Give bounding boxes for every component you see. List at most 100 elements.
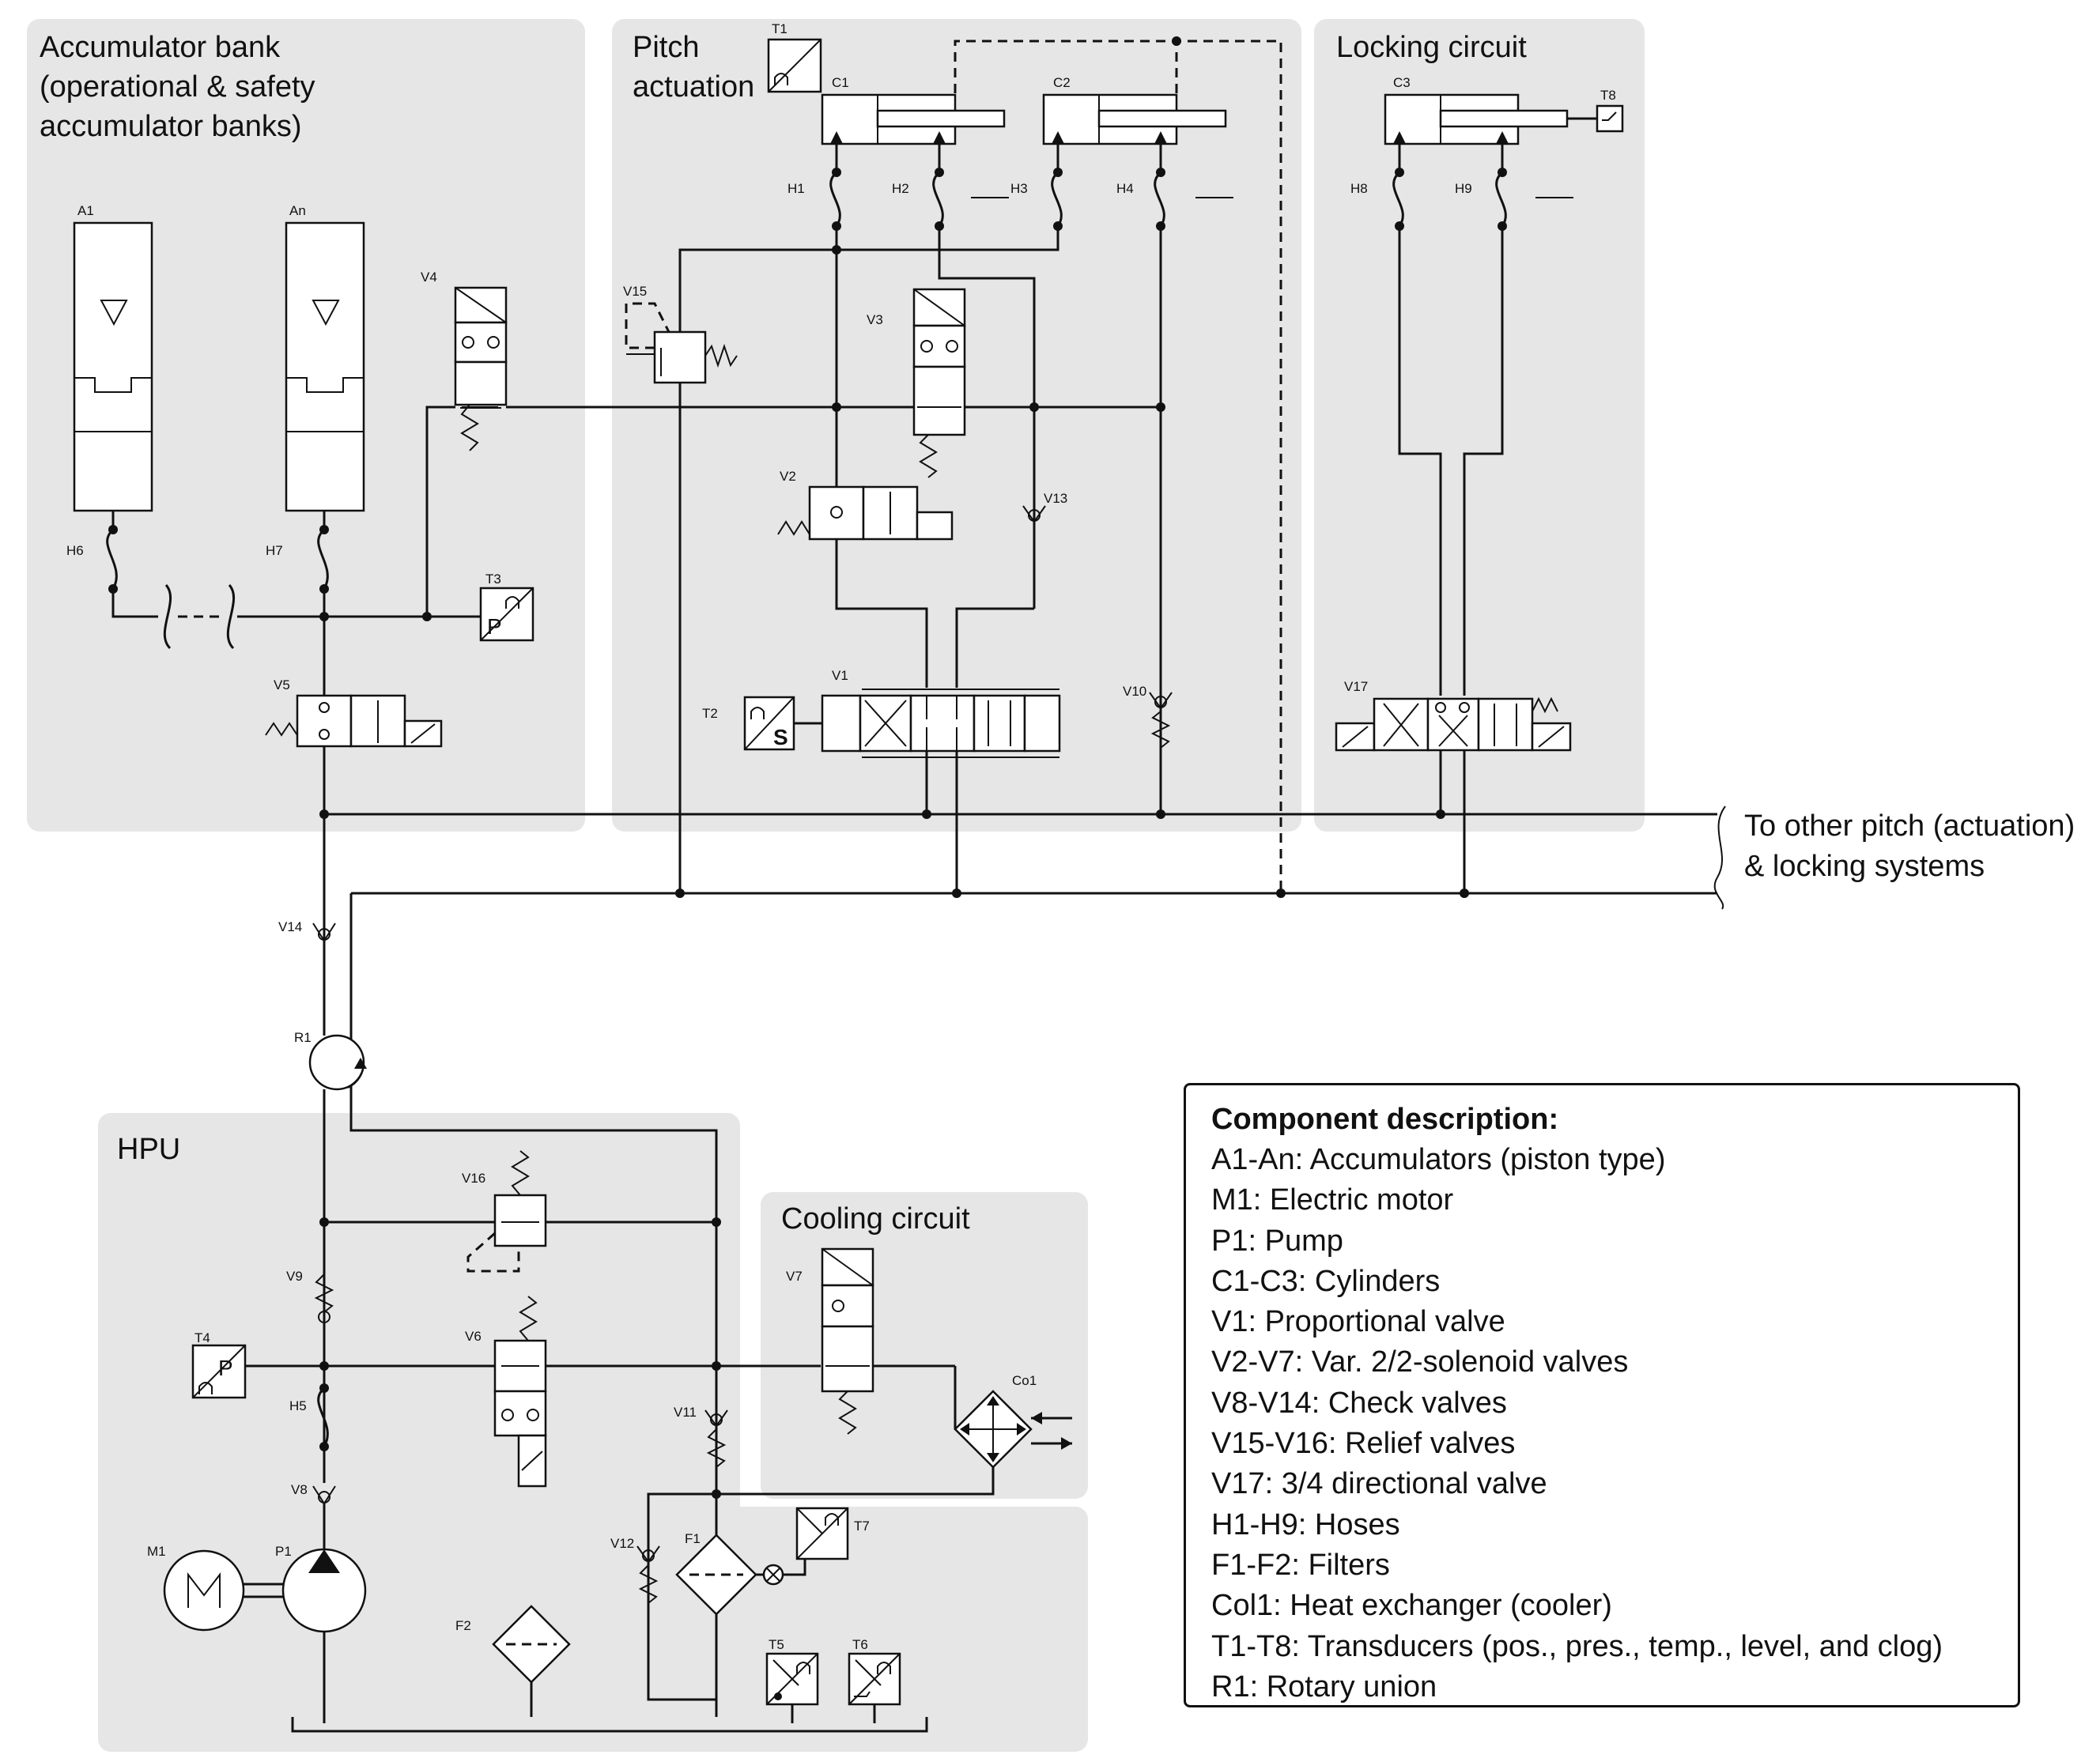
valve-v11 [704,1409,728,1468]
label-v10: V10 [1123,684,1146,699]
cylinder-c1 [821,93,1006,145]
label-h5: H5 [289,1398,307,1413]
legend-item: T1-T8: Transducers (pos., pres., temp., … [1211,1629,1943,1663]
label-h3: H3 [1010,181,1028,196]
label-f1: F1 [685,1531,701,1546]
valve-v7 [821,1247,874,1435]
legend-item: Col1: Heat exchanger (cooler) [1211,1589,1612,1623]
label-h8: H8 [1350,181,1368,196]
label-t8: T8 [1600,88,1616,103]
legend-item: R1: Rotary union [1211,1670,1437,1704]
transducer-t6 [848,1652,901,1706]
valve-v6 [493,1296,547,1488]
valve-v2 [777,485,954,541]
other-systems-line-2: & locking systems [1744,850,1985,883]
component-legend: Component description: A1-An: Accumulato… [1184,1083,2020,1707]
svg-text:P: P [487,614,502,639]
hose-h2 [932,144,944,231]
region-hpu [98,1113,740,1752]
valve-v12 [636,1545,660,1604]
label-t7: T7 [854,1519,870,1534]
hose-h5 [317,1383,329,1451]
hose-h1 [829,144,841,231]
other-systems-note: To other pitch (actuation) & locking sys… [1744,806,2075,887]
label-a1: A1 [77,203,94,218]
label-c2: C2 [1053,75,1071,90]
label-p1: P1 [275,1544,292,1559]
legend-item: H1-H9: Hoses [1211,1507,1400,1541]
label-t1: T1 [772,21,788,36]
label-v11: V11 [674,1405,697,1420]
valve-v16 [466,1150,547,1273]
label-v8: V8 [291,1482,308,1497]
region-locking-circuit [1314,19,1645,832]
valve-v3 [912,288,966,478]
legend-title: Component description: [1211,1103,1559,1136]
legend-item: F1-F2: Filters [1211,1548,1390,1582]
region-subtitle-accumulator-1: (operational & safety [40,70,315,104]
label-c3: C3 [1393,75,1411,90]
valve-v15 [625,302,738,384]
label-v1: V1 [832,668,848,683]
region-subtitle-accumulator-2: accumulator banks) [40,110,302,143]
valve-v1 [821,689,1061,758]
label-h2: H2 [892,181,909,196]
region-hpu-extension [712,1507,1088,1752]
valve-v10 [1149,692,1173,749]
region-title-pitch-1: Pitch [633,31,699,64]
hose-h7 [317,525,329,594]
transducer-t7 [795,1507,849,1560]
label-co1: Co1 [1012,1373,1037,1388]
region-title-cooling: Cooling circuit [781,1202,970,1236]
legend-item: V2-V7: Var. 2/2-solenoid valves [1211,1345,1629,1379]
label-v7: V7 [786,1269,803,1284]
legend-item: A1-An: Accumulators (piston type) [1211,1143,1666,1176]
valve-v13 [1022,505,1046,523]
region-cooling-circuit [761,1192,1088,1499]
label-v4: V4 [421,270,437,285]
label-t3: T3 [485,572,501,587]
label-v16: V16 [462,1171,485,1186]
filter-f1 [675,1534,806,1616]
label-m1: M1 [147,1544,166,1559]
svg-text:S: S [773,725,788,749]
label-v15: V15 [623,284,647,299]
legend-item: V8-V14: Check valves [1211,1386,1507,1420]
transducer-t3: P [479,587,534,642]
label-f2: F2 [455,1618,471,1633]
accumulator-a1 [73,221,153,530]
label-an: An [289,203,306,218]
label-v2: V2 [780,469,796,484]
cylinder-c3 [1384,93,1597,145]
label-h7: H7 [266,543,283,558]
heat-exchanger-co1 [954,1390,1072,1469]
rotary-union-r1 [308,1034,367,1091]
transducer-t1 [767,38,822,93]
legend-item: V17: 3/4 directional valve [1211,1467,1547,1501]
cylinder-c2 [1042,93,1227,145]
motor-m1 [163,1549,283,1632]
transducer-t8 [1596,104,1624,133]
legend-item: C1-C3: Cylinders [1211,1264,1441,1298]
legend-item: P1: Pump [1211,1224,1343,1258]
label-h6: H6 [66,543,84,558]
valve-v17 [1335,696,1572,752]
legend-item: V1: Proportional valve [1211,1305,1505,1339]
transducer-t4: P [191,1344,247,1399]
label-v13: V13 [1044,491,1067,506]
pump-p1 [281,1548,367,1723]
label-v6: V6 [465,1329,482,1344]
label-v9: V9 [286,1269,303,1284]
label-t4: T4 [195,1330,210,1345]
legend-item: M1: Electric motor [1211,1183,1454,1217]
other-systems-line-1: To other pitch (actuation) [1744,809,2075,843]
transducer-t2: S [743,696,795,751]
label-h9: H9 [1455,181,1472,196]
label-c1: C1 [832,75,849,90]
label-v5: V5 [274,677,290,692]
valve-v4 [454,286,508,451]
hose-h4 [1154,144,1165,231]
label-t6: T6 [852,1637,868,1652]
valve-v5 [265,694,443,748]
